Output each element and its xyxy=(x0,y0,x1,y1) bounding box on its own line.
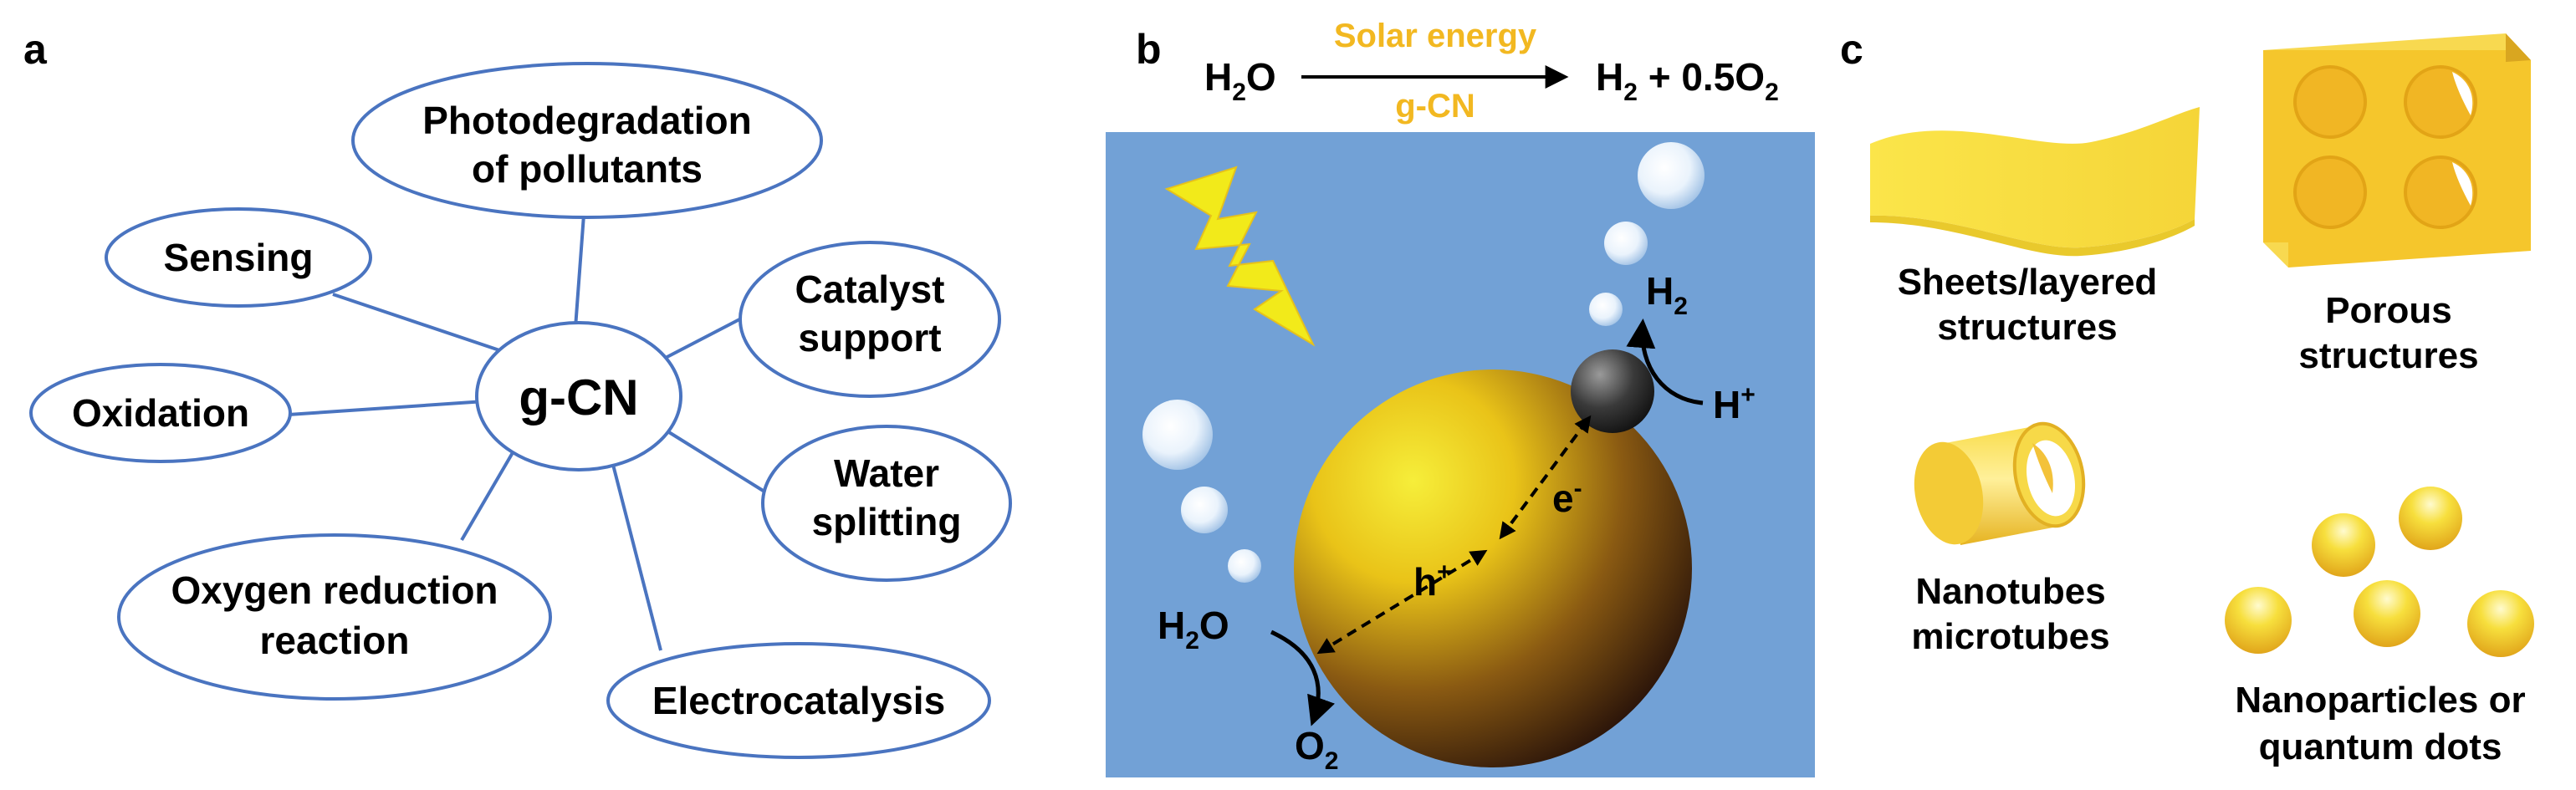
line-sensing xyxy=(332,293,513,356)
node-sensing-shape xyxy=(105,207,372,308)
equation-above-arrow: Solar energy xyxy=(1334,18,1537,54)
caption-tubes-line1: Nanotubes xyxy=(1915,571,2105,612)
electron-transfer-arrow xyxy=(1499,415,1592,540)
bubbles xyxy=(1142,142,1705,583)
node-center-gcn: g-CN xyxy=(475,321,682,471)
caption-porous-line2: structures xyxy=(2298,335,2478,376)
bubble xyxy=(1589,293,1623,326)
sheet-structure-edge xyxy=(1870,215,2195,257)
node-catalyst-line1: Catalyst xyxy=(795,268,945,311)
nanoparticles-shape xyxy=(2225,487,2534,657)
equation-below-arrow: g-CN xyxy=(1395,88,1475,125)
node-photodegradation-shape xyxy=(351,62,823,219)
node-electro-shape xyxy=(606,642,991,759)
label-o2: O2 xyxy=(1295,724,1338,775)
label-h2o: H2O xyxy=(1158,604,1229,655)
lightning-bolt-icon xyxy=(1164,166,1316,347)
node-oxygen-shape xyxy=(117,533,552,701)
nanoparticle xyxy=(2312,513,2375,577)
node-water-line1: Water xyxy=(834,451,939,495)
cocatalyst-sphere xyxy=(1571,349,1654,433)
reaction-equation: H2O Solar energy g-CN H2 + 0.5O2 xyxy=(1204,18,1779,125)
line-oxygen xyxy=(460,448,516,542)
node-photodegradation: Photodegradation of pollutants xyxy=(351,62,823,219)
node-water-shape xyxy=(761,425,1012,582)
panel-letter-c: c xyxy=(1840,26,1863,73)
nanoparticle xyxy=(2399,487,2462,550)
porous-structure-shape xyxy=(2263,33,2531,268)
bubble xyxy=(1181,487,1228,533)
panel-a: a g-CN Photodegradation of pollutants Se… xyxy=(23,26,1012,759)
node-sensing: Sensing xyxy=(105,207,372,308)
label-h2: H2 xyxy=(1646,269,1688,320)
panel-letter-b: b xyxy=(1136,26,1162,73)
node-photodegradation-line2: of pollutants xyxy=(472,147,703,191)
panel-b: b H2O Solar energy g-CN H2 + 0.5O2 xyxy=(1106,18,1815,777)
node-catalyst-shape xyxy=(739,241,1001,398)
node-sensing-label: Sensing xyxy=(164,236,314,279)
caption-particles-line1: Nanoparticles or xyxy=(2235,680,2525,721)
node-center-shape xyxy=(475,321,682,471)
equation-reactant: H2O xyxy=(1204,55,1276,106)
gcn-sphere xyxy=(1294,370,1692,767)
nanoparticle xyxy=(2467,590,2534,657)
node-oxidation: Oxidation xyxy=(29,363,292,463)
caption-particles-line2: quantum dots xyxy=(2259,726,2502,767)
node-photodegradation-line1: Photodegradation xyxy=(422,99,752,142)
panel-c: c Sheets/layered structures Porous struc… xyxy=(1840,26,2534,767)
node-oxygen-line2: reaction xyxy=(260,619,410,662)
label-h-plus: H+ xyxy=(1713,381,1756,426)
connector-lines xyxy=(288,191,766,651)
caption-porous-line1: Porous xyxy=(2325,290,2452,331)
node-water-line2: splitting xyxy=(812,500,962,543)
bubble xyxy=(1228,549,1261,583)
bubble xyxy=(1638,142,1705,209)
label-hole: h+ xyxy=(1413,558,1452,604)
caption-sheets-line2: structures xyxy=(1937,307,2117,348)
line-oxidation xyxy=(288,400,486,416)
node-electro: Electrocatalysis xyxy=(606,642,991,759)
bubble xyxy=(1604,222,1648,265)
node-water: Water splitting xyxy=(761,425,1012,582)
node-oxidation-label: Oxidation xyxy=(72,391,249,435)
nanoparticle xyxy=(2354,580,2420,647)
node-catalyst: Catalyst support xyxy=(739,241,1001,398)
nanoparticle xyxy=(2225,587,2292,654)
equation-product: H2 + 0.5O2 xyxy=(1596,55,1779,106)
tube-structure-shape xyxy=(1914,421,2086,545)
node-oxygen-line1: Oxygen reduction xyxy=(171,568,498,612)
sheet-structure-shape xyxy=(1870,107,2200,248)
node-oxygen: Oxygen reduction reaction xyxy=(117,533,552,701)
line-electro xyxy=(611,461,662,651)
caption-tubes-line2: microtubes xyxy=(1911,616,2109,657)
o2-evolution-arrow xyxy=(1270,629,1336,726)
panel-letter-a: a xyxy=(23,26,48,73)
label-electron: e- xyxy=(1552,475,1582,520)
caption-sheets-line1: Sheets/layered xyxy=(1898,262,2158,303)
line-water xyxy=(663,428,766,493)
bubble xyxy=(1142,400,1213,470)
node-catalyst-line2: support xyxy=(798,316,941,359)
line-catalyst xyxy=(658,314,747,363)
node-center-label: g-CN xyxy=(519,370,638,426)
h2-evolution-arrow xyxy=(1626,319,1704,405)
node-oxidation-shape xyxy=(29,363,292,463)
node-electro-label: Electrocatalysis xyxy=(652,679,945,722)
